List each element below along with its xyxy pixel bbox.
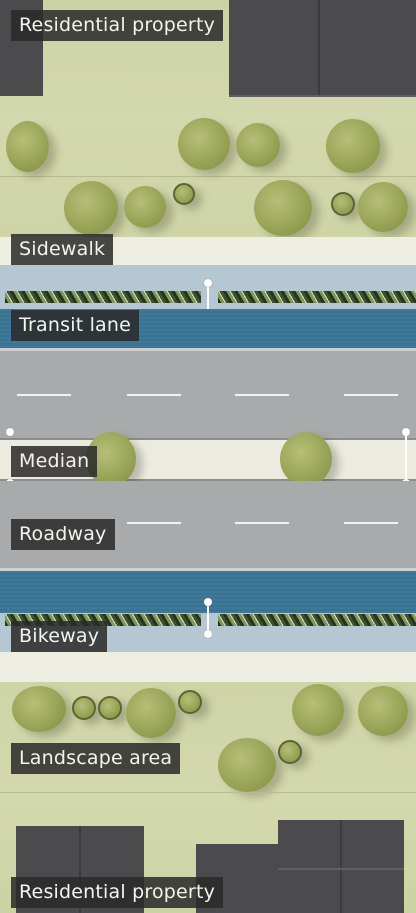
section-cut-line <box>207 604 209 634</box>
tree <box>292 684 344 736</box>
roof-ridge <box>340 820 342 913</box>
lot-line-top <box>0 176 416 177</box>
lot-line-bottom <box>0 792 416 793</box>
planted-buffer-right <box>218 291 416 303</box>
section-marker <box>204 598 212 606</box>
section-marker <box>6 428 14 436</box>
planted-buffer-left <box>5 291 201 303</box>
label-median: Median <box>11 446 98 477</box>
label-landscape-area: Landscape area <box>11 743 181 774</box>
lane-marking <box>344 522 398 524</box>
planted-buffer-right <box>218 614 416 626</box>
label-bikeway: Bikeway <box>11 621 108 652</box>
tree <box>98 696 122 720</box>
roof-edge <box>229 95 416 97</box>
tree <box>124 186 166 228</box>
tree <box>64 181 118 235</box>
label-sidewalk: Sidewalk <box>11 234 114 265</box>
section-marker <box>204 279 212 287</box>
lane-marking <box>17 394 71 396</box>
median-tree <box>280 432 332 486</box>
section-marker <box>204 630 212 638</box>
lane-marking <box>235 394 289 396</box>
tree <box>236 123 280 167</box>
tree <box>358 182 408 232</box>
tree <box>126 688 176 738</box>
lane-marking <box>127 522 181 524</box>
roof-edge <box>278 868 404 870</box>
tree <box>72 696 96 720</box>
roof-ridge <box>318 0 320 96</box>
section-cut-line <box>405 432 407 482</box>
tree <box>178 118 230 170</box>
curb <box>0 568 416 571</box>
tree <box>218 738 276 792</box>
tree <box>326 119 380 173</box>
tree <box>178 690 202 714</box>
lane-marking <box>235 522 289 524</box>
label-residential-property-top: Residential property <box>11 10 224 41</box>
tree <box>331 192 355 216</box>
label-transit-lane: Transit lane <box>11 310 140 341</box>
section-cut-line <box>207 283 209 315</box>
tree <box>12 686 66 732</box>
tree <box>173 183 195 205</box>
curb <box>0 348 416 351</box>
tree <box>278 740 302 764</box>
tree <box>6 121 49 172</box>
house-roof-top-right <box>229 0 416 96</box>
roof-ridge <box>79 826 81 913</box>
lane-marking <box>344 394 398 396</box>
lane-marking <box>127 394 181 396</box>
tree <box>254 180 312 236</box>
tree <box>358 686 408 736</box>
sidewalk-bottom <box>0 652 416 682</box>
label-roadway: Roadway <box>11 519 115 550</box>
label-residential-property-bottom: Residential property <box>11 877 224 908</box>
